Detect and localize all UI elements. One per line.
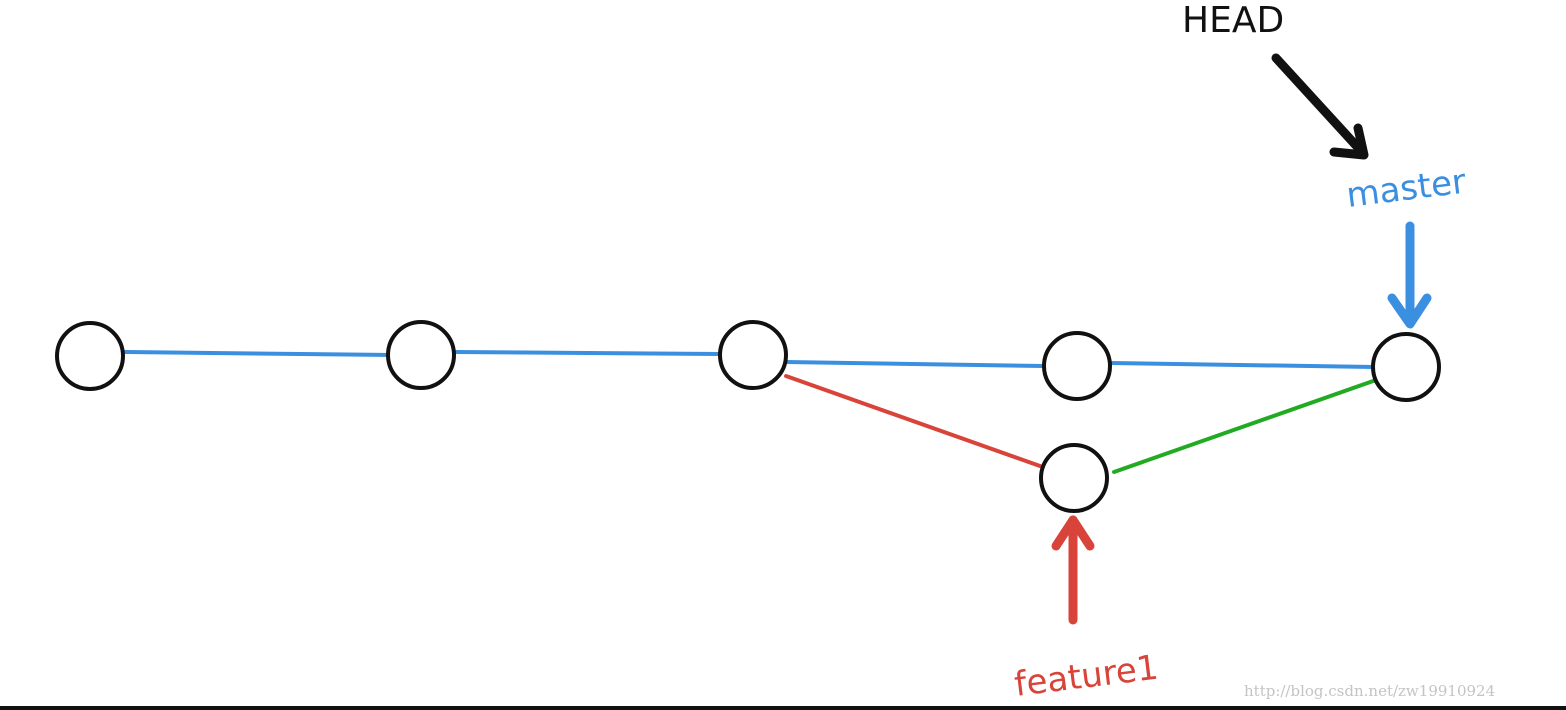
commit-node-4 xyxy=(1042,331,1112,401)
edge-c4-c6 xyxy=(1108,361,1376,369)
edge-c2-c3 xyxy=(453,350,722,356)
bottom-border xyxy=(0,706,1566,710)
edge-c3-c5 xyxy=(784,374,1042,468)
master-arrow-icon xyxy=(1387,221,1432,329)
edge-c1-c2 xyxy=(121,350,390,357)
commit-node-1 xyxy=(55,321,125,391)
commit-node-3 xyxy=(718,320,788,390)
head-label: HEAD xyxy=(1182,0,1284,41)
edge-c5-c6 xyxy=(1112,378,1378,474)
edge-c3-c4 xyxy=(784,360,1046,368)
commit-node-2 xyxy=(386,320,456,390)
commit-node-6 xyxy=(1371,332,1441,402)
head-arrow-icon xyxy=(1271,53,1369,160)
master-label: master xyxy=(1344,162,1468,216)
watermark-url: http://blog.csdn.net/zw19910924 xyxy=(1244,682,1495,700)
feature-arrow-icon xyxy=(1051,515,1095,625)
feature-label: feature1 xyxy=(1012,648,1160,705)
commit-node-5 xyxy=(1039,443,1109,513)
